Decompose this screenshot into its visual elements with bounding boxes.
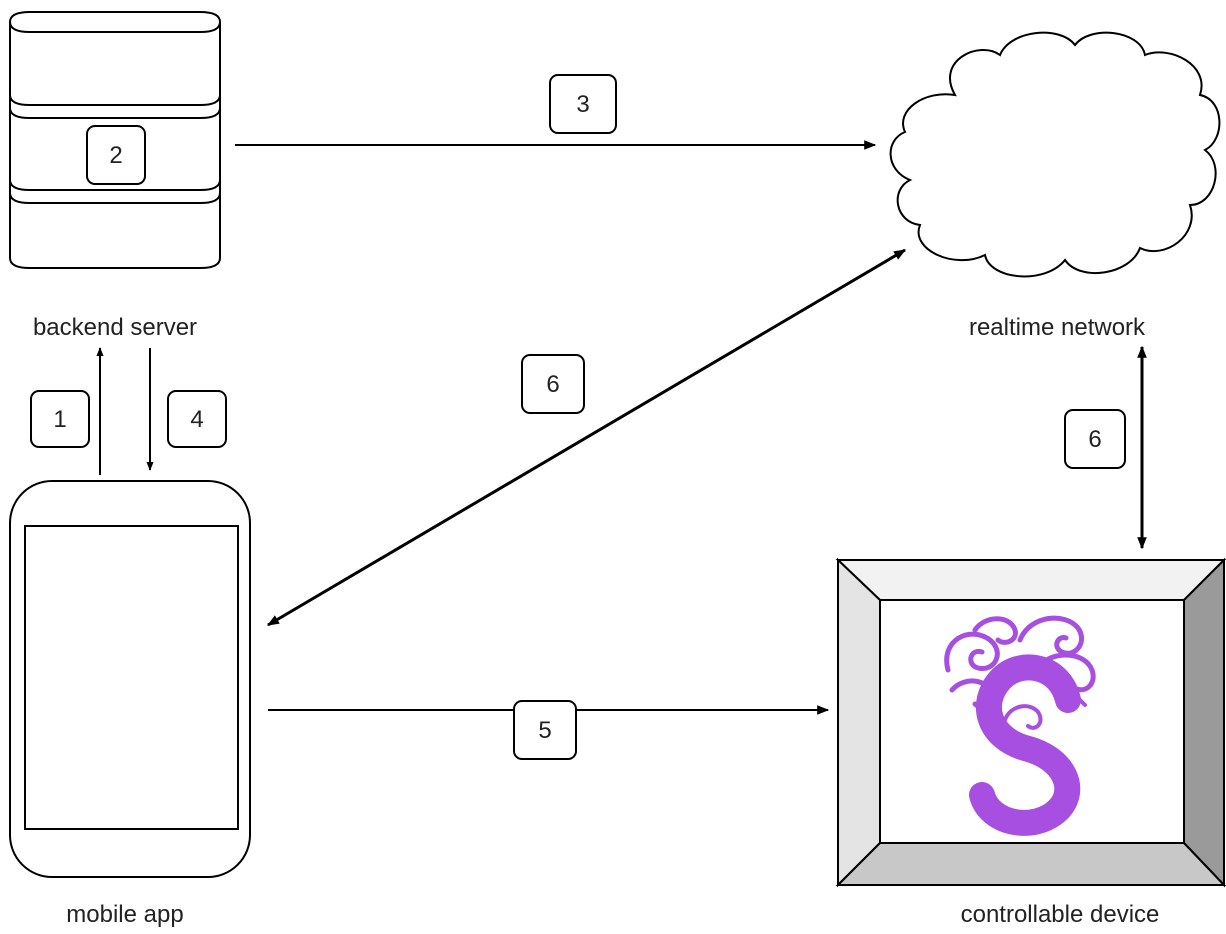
step-badge-1: 1 xyxy=(30,390,90,448)
phone-icon xyxy=(9,480,251,878)
controllable-device-label: controllable device xyxy=(961,901,1160,928)
svg-text:5: 5 xyxy=(538,717,551,744)
monitor-icon xyxy=(835,557,1226,888)
swirl-logo xyxy=(944,615,1096,836)
step-badge-6-diagonal: 6 xyxy=(521,354,585,414)
step-badge-4: 4 xyxy=(167,390,227,448)
cloud-icon xyxy=(889,31,1221,278)
step-badge-5: 5 xyxy=(513,700,577,760)
svg-text:2: 2 xyxy=(109,142,122,169)
svg-text:1: 1 xyxy=(53,406,66,433)
step-badge-6-vertical: 6 xyxy=(1064,409,1126,469)
svg-text:6: 6 xyxy=(546,371,559,398)
svg-text:3: 3 xyxy=(576,91,589,118)
arrow-step-6-diagonal xyxy=(266,248,907,627)
svg-text:4: 4 xyxy=(190,406,203,433)
mobile-app-label: mobile app xyxy=(66,901,183,928)
realtime-network-label: realtime network xyxy=(969,314,1146,341)
step-badge-2: 2 xyxy=(86,125,146,185)
step-badge-3: 3 xyxy=(549,74,617,134)
svg-text:6: 6 xyxy=(1088,426,1101,453)
backend-server-label: backend server xyxy=(33,314,197,341)
